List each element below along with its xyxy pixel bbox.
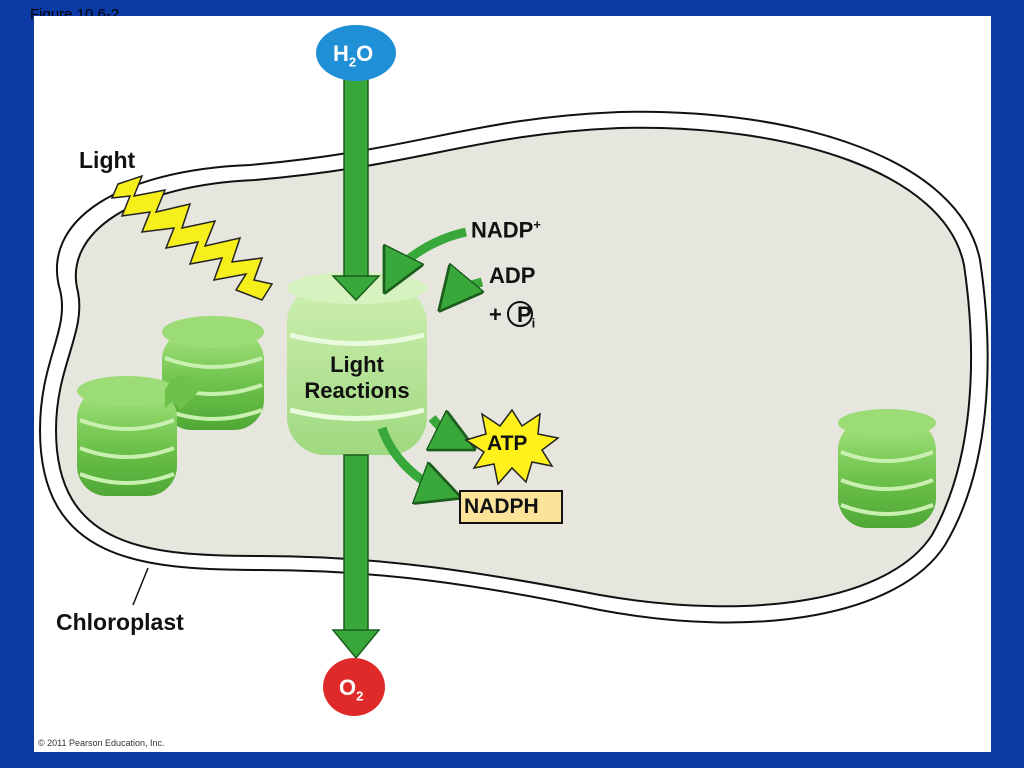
chloroplast-inner-membrane [54, 126, 972, 608]
water-main: H [333, 41, 349, 66]
nadp-text: NADP [471, 217, 534, 243]
atp-starburst [464, 408, 560, 486]
light-bolt-icon [110, 174, 274, 301]
nadp-superscript: + [533, 217, 541, 232]
oxygen-bubble [323, 658, 385, 716]
nadp-plus-label: NADP+ [471, 217, 541, 243]
oxygen-main: O [339, 675, 357, 700]
granum-left-upper [162, 316, 264, 430]
water-input-arrow-shaft [343, 77, 369, 287]
nadp-input-arrow [392, 227, 468, 278]
atp-label: ATP [487, 432, 528, 455]
phosphate-p: P [516, 302, 532, 327]
phosphate-subscript: i [531, 315, 536, 331]
adp-label: ADP [489, 263, 536, 288]
oxygen-label: O2 [339, 675, 363, 703]
granum-left-lower [77, 376, 177, 496]
granum-right [838, 409, 936, 528]
oxygen-subscript: 2 [356, 688, 364, 704]
light-reactions-line2: Reactions [304, 378, 410, 403]
atp-output-arrow [432, 418, 460, 442]
adp-input-arrow [450, 282, 482, 298]
nadph-box [459, 490, 563, 524]
chloroplast-pointer [132, 567, 149, 606]
oxygen-output-arrow-shaft [343, 454, 369, 636]
water-label: H2O [333, 41, 373, 69]
plus-sign: + [489, 302, 502, 327]
copyright-notice: © 2011 Pearson Education, Inc. [38, 738, 165, 748]
water-end: O [356, 41, 374, 66]
phosphate-circle [507, 301, 533, 327]
nadph-label: NADPH [464, 495, 539, 518]
water-subscript: 2 [348, 54, 357, 70]
stroma-lamella-left [165, 375, 200, 410]
nadph-output-arrow [377, 426, 445, 492]
light-label: Light [79, 147, 136, 173]
chloroplast-label: Chloroplast [56, 609, 184, 635]
phosphate-label: + Pi [489, 302, 535, 330]
light-reactions-label: Light Reactions [290, 352, 424, 404]
oxygen-output-arrow-head [331, 629, 381, 660]
water-input-arrow-head [331, 275, 381, 302]
light-reactions-line1: Light [330, 352, 384, 377]
water-bubble [316, 25, 396, 81]
